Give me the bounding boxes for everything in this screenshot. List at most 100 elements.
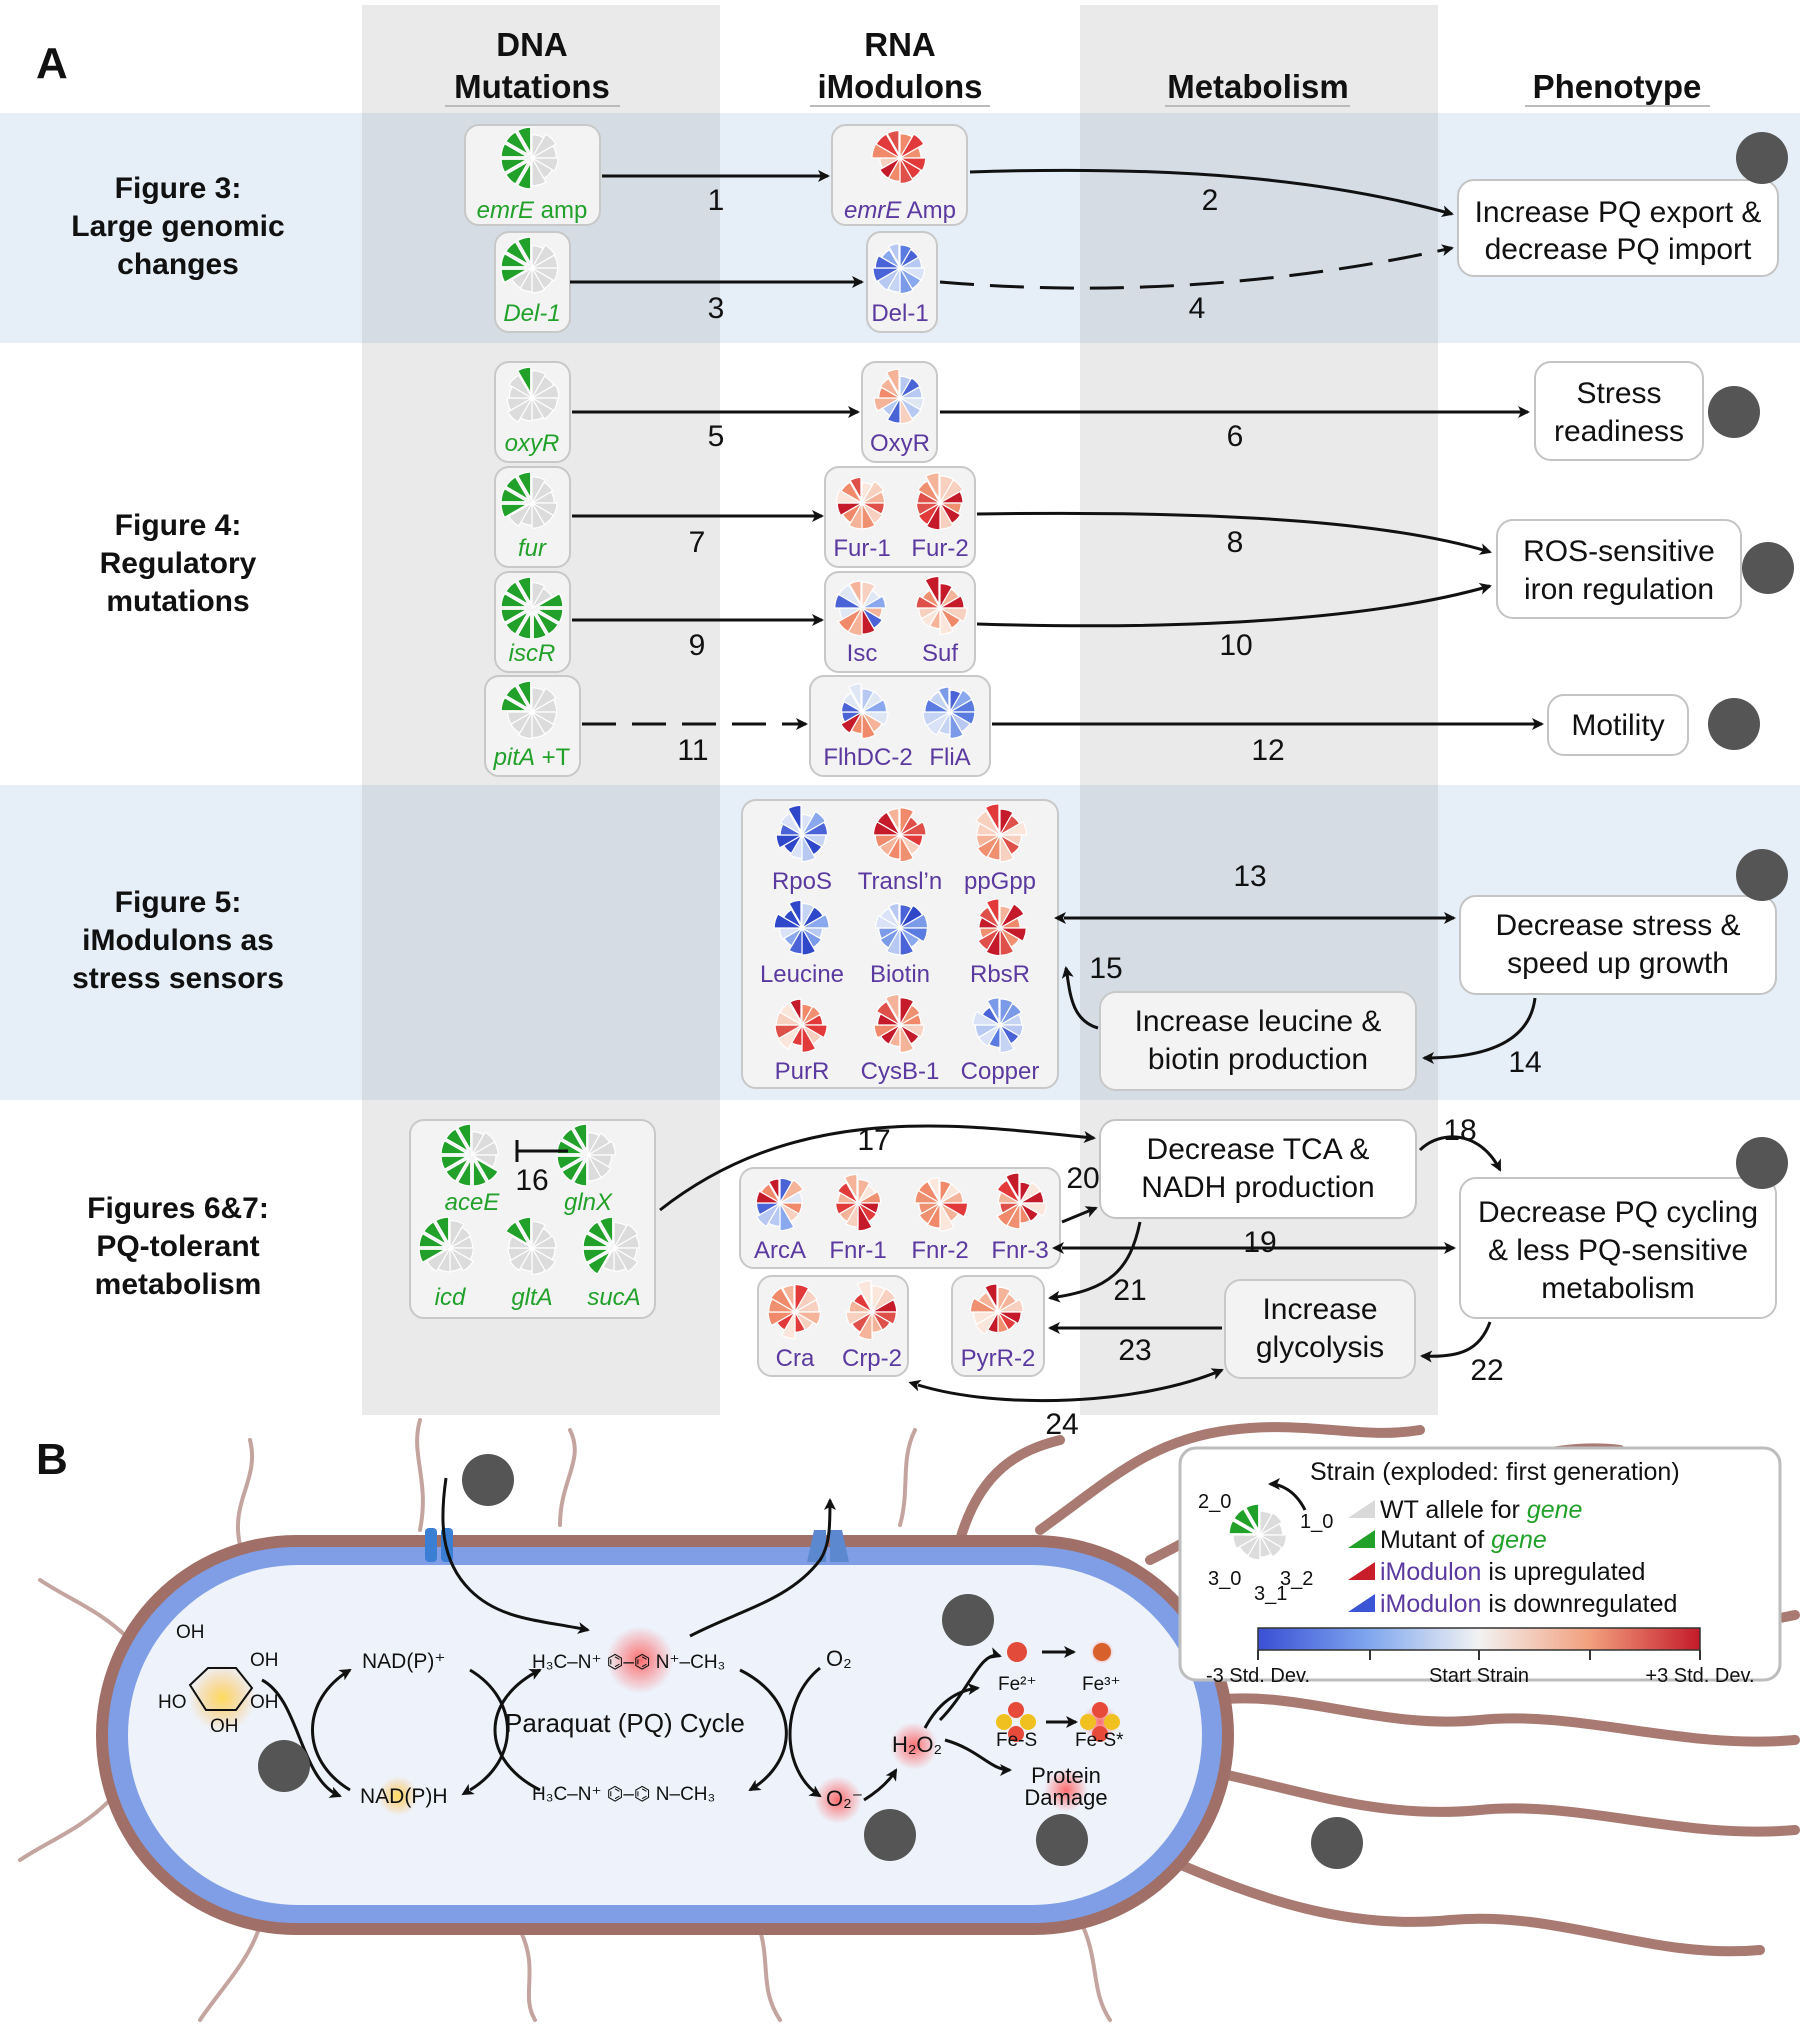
strain-pie-icon	[972, 997, 1024, 1054]
strain-pie-icon	[767, 1283, 821, 1340]
svg-text:1: 1	[708, 184, 725, 217]
svg-text:20: 20	[1066, 1162, 1099, 1195]
svg-text:oxyR: oxyR	[505, 430, 560, 457]
svg-text:RNA: RNA	[864, 26, 936, 63]
svg-text:3_2: 3_2	[1280, 1568, 1313, 1590]
svg-text:3: 3	[708, 292, 725, 325]
svg-text:Increase: Increase	[1262, 1293, 1377, 1326]
svg-text:9: 9	[689, 629, 706, 662]
strain-pie-icon	[418, 1216, 474, 1273]
svg-text:23: 23	[1118, 1334, 1151, 1367]
strain-pie-icon	[872, 807, 927, 863]
svg-text:NADH production: NADH production	[1141, 1171, 1374, 1204]
svg-text:2_0: 2_0	[1198, 1491, 1231, 1513]
svg-text:Fur-2: Fur-2	[911, 535, 968, 562]
phenotype-pq-cycling: Decrease PQ cycling & less PQ-sensitive …	[1459, 1177, 1777, 1319]
svg-text:21: 21	[1113, 1274, 1146, 1307]
strain-pie-icon	[871, 129, 927, 185]
svg-text:13: 13	[1233, 860, 1266, 893]
imodulon-oxyR: OxyR	[861, 361, 938, 463]
strain-pie-icon	[840, 683, 889, 739]
svg-text:12: 12	[1251, 734, 1284, 767]
svg-text:Cra: Cra	[776, 1345, 815, 1372]
svg-text:Figure 4:: Figure 4:	[115, 509, 242, 542]
svg-text:Decrease PQ cycling: Decrease PQ cycling	[1478, 1196, 1758, 1229]
svg-text:Increase PQ export &: Increase PQ export &	[1475, 196, 1762, 229]
row-label-fig4: Figure 4: Regulatory mutations	[100, 509, 257, 618]
strain-pie-icon	[582, 1216, 640, 1275]
panel-b: B	[18, 1418, 1800, 2022]
svg-text:OH: OH	[250, 1650, 279, 1671]
arrow-numbers: 1 2 3 4 5 6 7 8 9 10 11 12 13 14 15 16 1…	[515, 184, 1541, 1441]
gene-aceE: aceE	[445, 1189, 501, 1216]
strain-pie-icon	[975, 803, 1028, 863]
svg-text:FlhDC-2: FlhDC-2	[823, 744, 912, 771]
iron-3: Fe³⁺	[1082, 1674, 1121, 1695]
strain-pie-icon	[755, 1177, 804, 1232]
strain-pie-icon	[835, 476, 886, 530]
svg-text:PurR: PurR	[775, 1058, 830, 1085]
svg-text:Regulatory: Regulatory	[100, 547, 257, 580]
svg-text:2: 2	[1202, 184, 1219, 217]
svg-text:RbsR: RbsR	[970, 961, 1030, 988]
svg-text:pitA +T: pitA +T	[493, 744, 571, 771]
strain-pie-icon	[872, 243, 926, 295]
arrows	[570, 168, 1544, 1403]
svg-text:OH: OH	[210, 1716, 239, 1737]
oxygen: O₂	[826, 1646, 852, 1671]
svg-text:iron regulation: iron regulation	[1524, 573, 1714, 606]
svg-text:Figures 6&7:: Figures 6&7:	[87, 1192, 269, 1225]
row-label-fig67: Figures 6&7: PQ-tolerant metabolism	[87, 1192, 269, 1301]
svg-text:decrease PQ import: decrease PQ import	[1485, 233, 1752, 266]
fes-cluster-icon	[996, 1702, 1036, 1742]
panel-a: A DNA Mutations RNA iModulons Metabolism…	[0, 5, 1800, 1441]
legend: Strain (exploded: first generation) 2_0 …	[1178, 1446, 1782, 1687]
strain-pie-icon	[775, 804, 829, 863]
svg-text:-3 Std. Dev.: -3 Std. Dev.	[1206, 1665, 1310, 1687]
svg-text:ArcA: ArcA	[754, 1237, 806, 1264]
mutation-pitA: pitA +T	[484, 675, 581, 777]
svg-text:3_1: 3_1	[1254, 1583, 1287, 1605]
phenotype-stress-readiness: Stress readiness	[1534, 361, 1704, 461]
strain-pie-icon	[500, 471, 558, 529]
strain-pie-icon	[505, 1216, 557, 1275]
column-header-metabolism: Metabolism	[1165, 68, 1350, 107]
gene-icd: icd	[435, 1284, 466, 1311]
imodulon-group-anaerobic: ArcA Fnr-1 Fnr-2 Fnr-3	[739, 1167, 1061, 1269]
iron-2: Fe²⁺	[998, 1674, 1037, 1695]
svg-text:Fur-1: Fur-1	[833, 535, 890, 562]
svg-text:Mutations: Mutations	[454, 68, 610, 105]
row-label-fig5: Figure 5: iModulons as stress sensors	[72, 886, 284, 995]
svg-text:Large genomic: Large genomic	[71, 210, 284, 243]
svg-text:Decrease TCA &: Decrease TCA &	[1147, 1133, 1370, 1166]
svg-text:PyrR-2: PyrR-2	[961, 1345, 1036, 1372]
svg-text:speed up growth: speed up growth	[1507, 947, 1729, 980]
marker-dots-b	[258, 1454, 1363, 1869]
svg-text:Suf: Suf	[922, 640, 958, 667]
svg-text:Copper: Copper	[961, 1058, 1040, 1085]
svg-text:Decrease stress &: Decrease stress &	[1495, 909, 1740, 942]
phenotype-ros-iron: ROS-sensitive iron regulation	[1496, 519, 1742, 619]
strain-pie-icon	[873, 993, 925, 1054]
strain-pie-icon	[506, 366, 560, 423]
svg-text:DNA: DNA	[496, 26, 568, 63]
strain-pie-icon	[835, 1173, 882, 1232]
svg-text:emrE amp: emrE amp	[477, 197, 588, 224]
imodulon-fur: Fur-1 Fur-2	[824, 466, 976, 568]
transporter-export	[807, 1530, 849, 1562]
svg-text:Start Strain: Start Strain	[1429, 1665, 1529, 1687]
svg-text:3_0: 3_0	[1208, 1568, 1241, 1590]
svg-text:Figure 5:: Figure 5:	[115, 886, 242, 919]
row-label-fig3: Figure 3: Large genomic changes	[71, 172, 284, 281]
phenotype-motility: Motility	[1547, 694, 1689, 756]
strain-pie-icon	[914, 1177, 969, 1232]
svg-text:Fnr-1: Fnr-1	[829, 1237, 886, 1264]
svg-text:OxyR: OxyR	[870, 430, 930, 457]
color-scale-bar	[1257, 1627, 1701, 1651]
svg-text:stress sensors: stress sensors	[72, 962, 284, 995]
svg-text:mutations: mutations	[106, 585, 249, 618]
strain-pie-icon	[834, 580, 887, 637]
mutation-emrE: emrE amp	[464, 124, 601, 226]
svg-text:metabolism: metabolism	[95, 1268, 262, 1301]
